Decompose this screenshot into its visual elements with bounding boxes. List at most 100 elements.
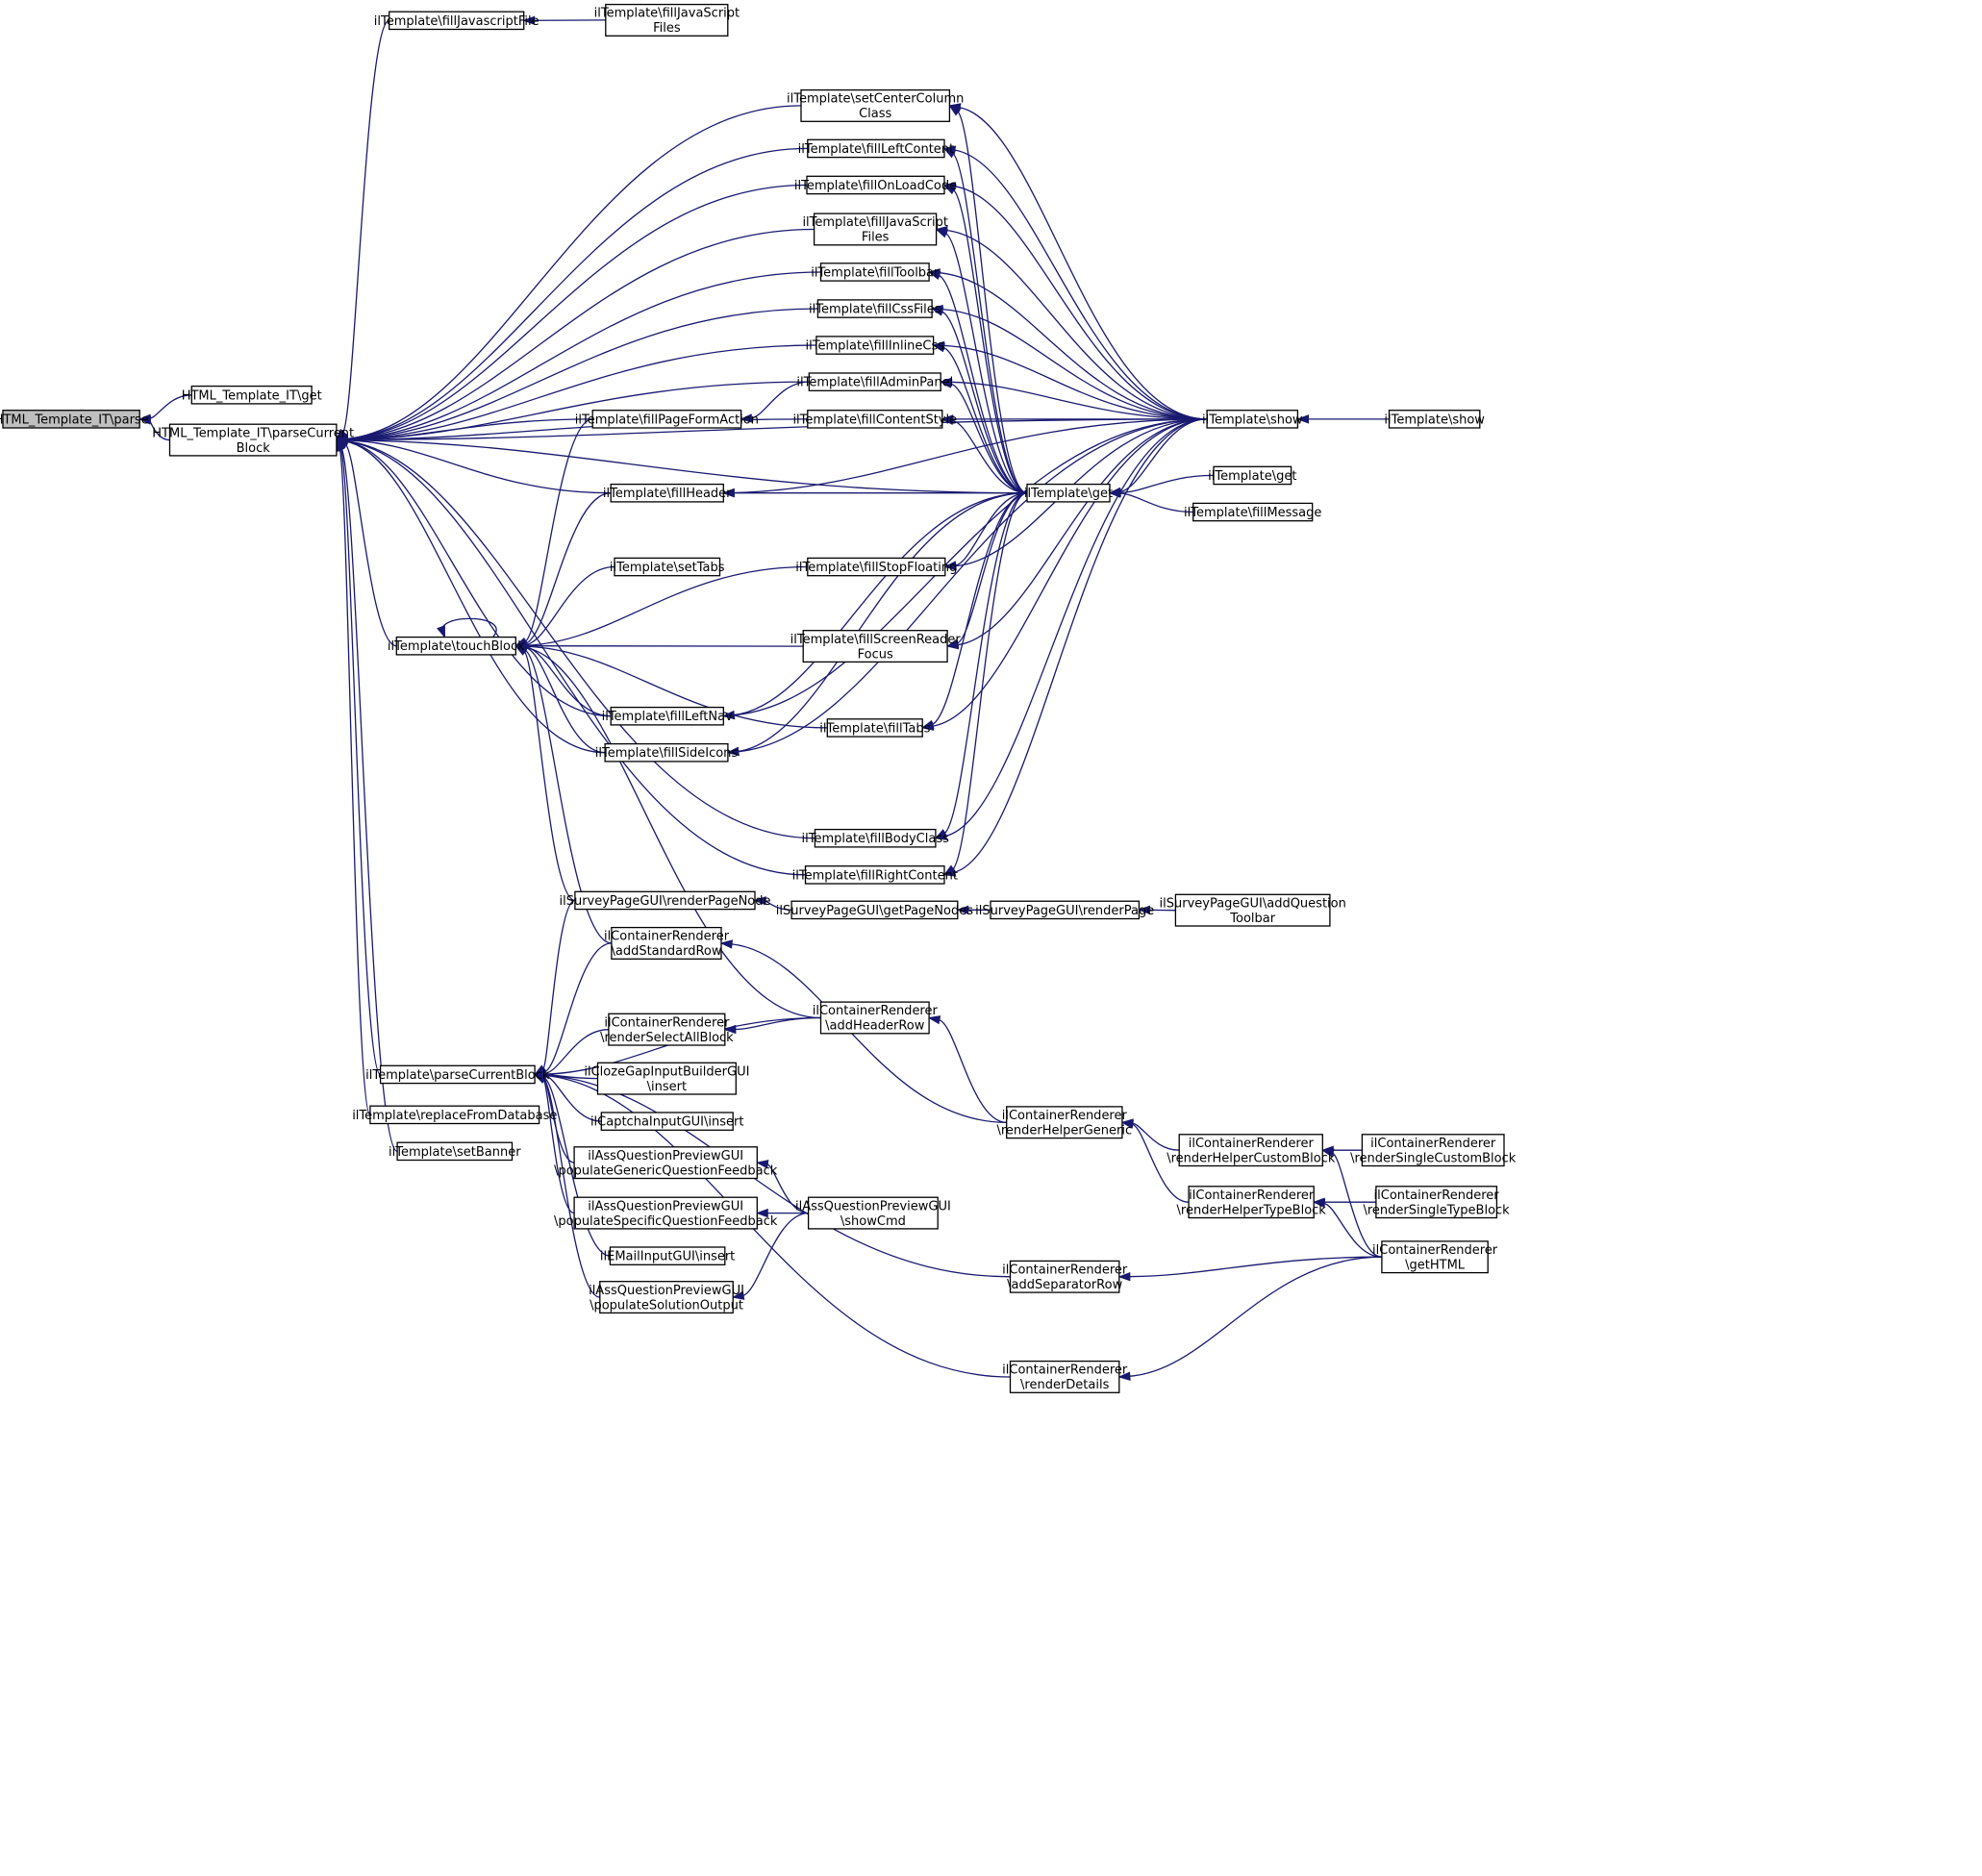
- edge-n6-to-n2: [335, 147, 808, 444]
- graph-node-n27[interactable]: ilTemplate\fillSideIcons: [595, 742, 739, 763]
- arrowhead: [335, 437, 348, 446]
- graph-node-n40[interactable]: ilCaptchaInputGUI\insert: [590, 1112, 744, 1131]
- edge-n30-to-n37: [533, 899, 576, 1076]
- graph-node-n29[interactable]: ilTemplate\fillRightContent: [792, 865, 958, 885]
- arrowhead: [934, 829, 948, 839]
- node-label: \populateSpecificQuestionFeedback: [554, 1214, 778, 1229]
- arrowhead: [942, 184, 957, 195]
- graph-node-n30[interactable]: ilSurveyPageGUI\renderPageNode: [559, 890, 771, 911]
- graph-node-n9[interactable]: ilTemplate\fillToolbar: [811, 263, 940, 282]
- graph-node-n50[interactable]: ilEMailInputGUI\insert: [600, 1246, 735, 1265]
- graph-node-n25[interactable]: ilTemplate\fillLeftNav: [602, 706, 733, 726]
- graph-node-n10[interactable]: ilTemplate\fillCssFiles: [809, 299, 941, 318]
- arrowhead: [1120, 1119, 1135, 1129]
- graph-node-n43[interactable]: ilContainerRenderer\renderHelperCustomBl…: [1167, 1134, 1336, 1167]
- edge-n18-to-n6: [942, 147, 1028, 494]
- graph-node-n42[interactable]: ilTemplate\setBanner: [389, 1141, 521, 1162]
- graph-node-n2[interactable]: HTML_Template_IT\parseCurrentBlock: [152, 423, 354, 457]
- graph-node-n39[interactable]: ilTemplate\replaceFromDatabase: [352, 1105, 557, 1125]
- node-label: ilContainerRenderer: [1002, 1363, 1128, 1378]
- graph-node-n20[interactable]: ilTemplate\fillMessage: [1184, 502, 1321, 522]
- edge-line: [339, 448, 382, 1076]
- graph-node-n11[interactable]: ilTemplate\fillInlineCss: [806, 336, 945, 355]
- node-box: [395, 636, 516, 656]
- graph-node-n23[interactable]: ilTemplate\touchBlock: [388, 636, 525, 656]
- node-box: [591, 410, 742, 429]
- graph-node-n52[interactable]: ilAssQuestionPreviewGUI\populateSolution…: [589, 1281, 744, 1314]
- edge-line: [1118, 418, 1208, 493]
- node-label: \addSeparatorRow: [1007, 1278, 1122, 1292]
- node-box: [814, 828, 937, 848]
- edge-n18-to-n26: [920, 492, 1028, 729]
- node-label: \populateGenericQuestionFeedback: [554, 1163, 778, 1178]
- graph-node-n17[interactable]: ilTemplate\fillHeader: [603, 483, 732, 503]
- graph-node-n34[interactable]: ilContainerRenderer\addStandardRow: [604, 926, 730, 960]
- edge-line: [765, 1163, 809, 1214]
- graph-node-n21[interactable]: ilTemplate\setTabs: [610, 557, 725, 577]
- graph-node-n53[interactable]: ilContainerRenderer\addSeparatorRow: [1002, 1260, 1128, 1293]
- arrowhead: [731, 1290, 745, 1300]
- node-box: [1178, 1134, 1323, 1167]
- graph-node-n35[interactable]: ilContainerRenderer\addHeaderRow: [813, 1001, 939, 1035]
- arrowhead: [932, 343, 945, 353]
- edge-line: [524, 646, 821, 1019]
- graph-node-n16[interactable]: ilTemplate\show: [1384, 410, 1485, 429]
- graph-node-n46[interactable]: ilContainerRenderer\renderHelperTypeBloc…: [1177, 1186, 1327, 1219]
- graph-node-n26[interactable]: ilTemplate\fillTabs: [819, 718, 931, 738]
- graph-node-n31[interactable]: ilSurveyPageGUI\getPageNodes: [776, 900, 973, 920]
- graph-node-n14[interactable]: ilTemplate\fillContentStyle: [792, 410, 957, 429]
- edge-line: [944, 232, 1028, 494]
- edge-line: [345, 440, 612, 717]
- graph-node-n51[interactable]: ilContainerRenderer\getHTML: [1372, 1240, 1498, 1274]
- graph-node-n49[interactable]: ilAssQuestionPreviewGUI\showCmd: [795, 1196, 951, 1230]
- arrowhead: [533, 1070, 546, 1081]
- graph-node-n15[interactable]: ilTemplate\show: [1202, 410, 1303, 429]
- graph-node-n3[interactable]: ilTemplate\fillJavascriptFile: [374, 11, 539, 31]
- edge-line: [524, 418, 593, 643]
- edge-n8-to-n2: [335, 228, 815, 444]
- edge-n18-to-n5: [948, 105, 1028, 494]
- node-label: ilTemplate\show: [1202, 413, 1303, 427]
- node-label: HTML_Template_IT\get: [182, 388, 322, 403]
- node-box: [573, 1146, 758, 1180]
- graph-node-n48[interactable]: ilAssQuestionPreviewGUI\populateSpecific…: [554, 1196, 778, 1230]
- graph-node-n12[interactable]: ilTemplate\fillAdminPanel: [796, 372, 953, 391]
- graph-node-n32[interactable]: ilSurveyPageGUI\renderPage: [975, 900, 1154, 920]
- edge-line: [543, 1074, 602, 1122]
- graph-node-n45[interactable]: ilAssQuestionPreviewGUI\populateGenericQ…: [554, 1146, 778, 1180]
- graph-node-n13[interactable]: ilTemplate\fillPageFormAction: [575, 410, 759, 429]
- graph-node-n54[interactable]: ilContainerRenderer\renderDetails: [1002, 1360, 1128, 1393]
- graph-node-n38[interactable]: ilClozeGapInputBuilderGUI\insert: [584, 1062, 749, 1095]
- graph-node-n19[interactable]: ilTemplate\get: [1208, 465, 1296, 486]
- node-label: ilAssQuestionPreviewGUI: [795, 1199, 951, 1213]
- graph-node-n36[interactable]: ilContainerRenderer\renderSelectAllBlock: [600, 1013, 734, 1046]
- edge-line: [345, 418, 593, 441]
- node-box: [813, 213, 938, 246]
- arrowhead: [514, 642, 528, 653]
- graph-node-n37[interactable]: ilTemplate\parseCurrentBlock: [365, 1064, 550, 1085]
- graph-node-n6[interactable]: ilTemplate\fillLeftContent: [798, 138, 955, 159]
- edge-line: [959, 106, 1208, 420]
- node-label: HTML_Template_IT\parseCurrent: [152, 426, 354, 440]
- edge-line: [524, 649, 612, 944]
- node-label: \renderHelperCustomBlock: [1167, 1151, 1336, 1165]
- node-label: \renderSingleCustomBlock: [1350, 1151, 1517, 1165]
- graph-node-n47[interactable]: ilContainerRenderer\renderSingleTypeBloc…: [1363, 1186, 1510, 1219]
- graph-node-n1[interactable]: HTML_Template_IT\get: [182, 385, 322, 405]
- edge-line: [931, 418, 1208, 728]
- graph-node-n22[interactable]: ilTemplate\fillStopFloating: [795, 557, 957, 577]
- graph-node-n7[interactable]: ilTemplate\fillOnLoadCode: [794, 175, 957, 195]
- node-box: [1375, 1186, 1498, 1219]
- graph-node-n41[interactable]: ilContainerRenderer\renderHelperGeneric: [996, 1106, 1132, 1139]
- edge-line: [1128, 1256, 1382, 1278]
- graph-node-n28[interactable]: ilTemplate\fillBodyClass: [802, 828, 950, 848]
- graph-node-n44[interactable]: ilContainerRenderer\renderSingleCustomBl…: [1350, 1134, 1517, 1167]
- graph-node-n0[interactable]: HTML_Template_IT\parse: [0, 410, 149, 429]
- node-box: [1006, 1106, 1123, 1139]
- graph-node-n18[interactable]: ilTemplate\get: [1024, 483, 1113, 503]
